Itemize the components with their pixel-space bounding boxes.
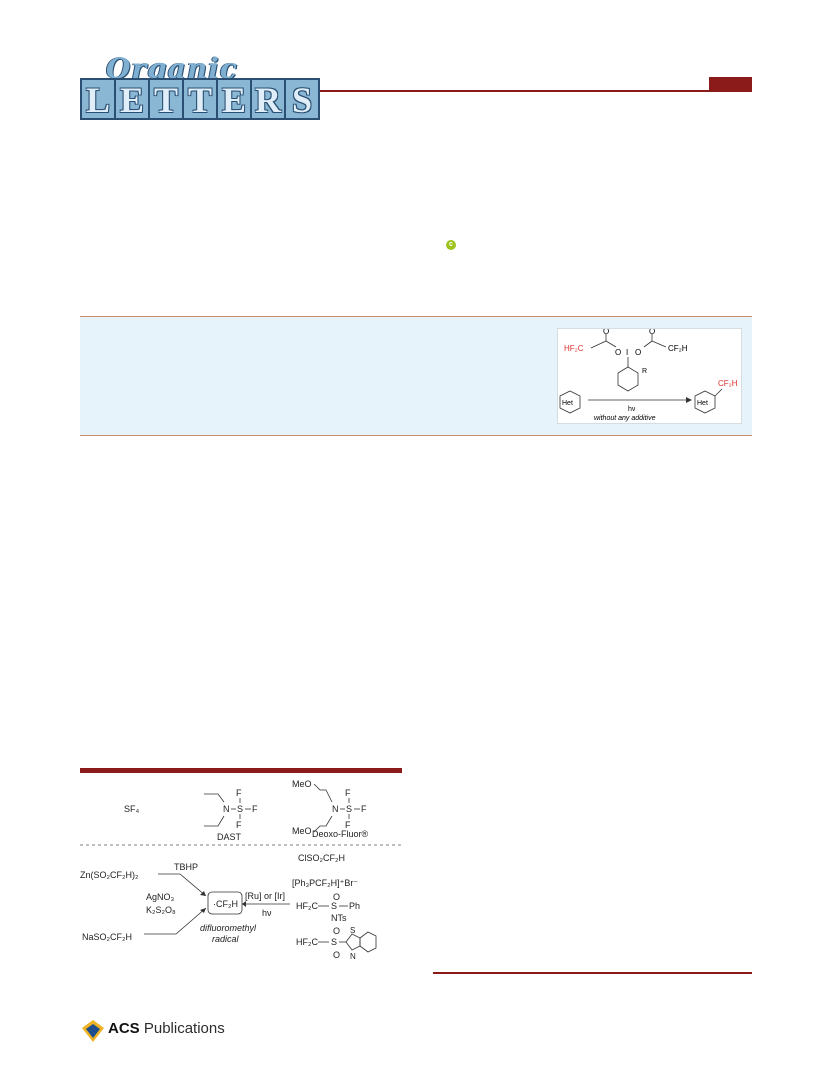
deoxo-meo-bottom: MeO <box>292 826 312 836</box>
header-rule <box>320 90 752 92</box>
logo-letter: E <box>216 78 252 120</box>
toc-oxygen: O <box>603 329 609 336</box>
benzothiazole-n: N <box>350 952 356 961</box>
column-end-rule <box>433 972 752 974</box>
sulfone-o: O <box>333 950 340 960</box>
dast-f: F <box>252 804 258 814</box>
toc-reagent-left: HF₂C <box>564 344 584 353</box>
deoxo-f: F <box>361 804 367 814</box>
toc-iodine: I <box>626 348 628 357</box>
toc-note: without any additive <box>594 415 656 422</box>
open-access-icon[interactable]: c <box>446 240 456 250</box>
deoxo-f: F <box>345 820 351 830</box>
dast-f: F <box>236 820 242 830</box>
light-label: hν <box>262 908 272 918</box>
dast-f: F <box>236 788 242 798</box>
radical-label: ·CF₂H <box>213 899 238 909</box>
logo-letter: S <box>284 78 320 120</box>
benzothiazole-ring <box>345 933 361 951</box>
dast-label: DAST <box>217 832 242 842</box>
benzene-ring <box>359 931 377 953</box>
toc-graphic: HF₂C O O I O O CF₂H R Het hν without any… <box>557 327 742 424</box>
sulfoximine-right: Ph <box>349 901 360 911</box>
logo-letter: R <box>250 78 286 120</box>
k2s2o8-label: K₂S₂O₈ <box>146 905 176 915</box>
phosphonium-reagent: [Ph₃PCF₂H]⁺Br⁻ <box>292 878 358 888</box>
radical-caption: radical <box>212 934 240 944</box>
logo-letter: L <box>80 78 116 120</box>
acs-publications-wordmark[interactable]: ACS Publications <box>108 1020 225 1037</box>
deoxo-s: S <box>346 804 352 814</box>
toc-substituent: R <box>642 368 647 375</box>
agno3-label: AgNO₃ <box>146 892 175 902</box>
toc-scheme: HF₂C O O I O O CF₂H R Het hν without any… <box>559 327 738 422</box>
deoxo-label: Deoxo-Fluor® <box>312 829 369 839</box>
toc-het-left: Het <box>562 400 573 407</box>
acs-text: ACS <box>108 1020 140 1037</box>
radical-caption: difluoromethyl <box>200 923 257 933</box>
toc-product-group: CF₂H <box>718 379 738 388</box>
logo-letter: T <box>148 78 184 120</box>
sulfoximine-nts: NTs <box>331 913 347 923</box>
toc-oxygen: O <box>615 348 621 357</box>
tbhp-label: TBHP <box>174 862 198 872</box>
publications-text: Publications <box>143 1020 225 1037</box>
sulfoximine-left: HF₂C <box>296 901 318 911</box>
sulfone-s: S <box>331 937 337 947</box>
clso2-reagent: ClSO₂CF₂H <box>298 853 345 863</box>
catalyst-label: [Ru] or [Ir] <box>245 891 285 901</box>
deoxo-meo-top: MeO <box>292 779 312 789</box>
figure-1-scheme: SF₄ N S F F F DAST MeO N MeO Deoxo-Fluor… <box>80 779 402 961</box>
figure-top-rule <box>80 768 402 773</box>
header-tab <box>709 77 752 91</box>
toc-oxygen: O <box>635 348 641 357</box>
dast-n: N <box>223 804 230 814</box>
sulfone-left: HF₂C <box>296 937 318 947</box>
zn-reagent: Zn(SO₂CF₂H)₂ <box>80 870 139 880</box>
logo-letter: E <box>114 78 150 120</box>
toc-reagent-right: CF₂H <box>668 344 688 353</box>
toc-het-right: Het <box>697 400 708 407</box>
reagent-sf4: SF₄ <box>124 804 140 814</box>
deoxo-n: N <box>332 804 339 814</box>
toc-oxygen: O <box>649 329 655 336</box>
sulfox-s: S <box>331 901 337 911</box>
dast-s: S <box>237 804 243 814</box>
deoxo-f: F <box>345 788 351 798</box>
toc-condition: hν <box>628 406 636 413</box>
sulfox-o: O <box>333 892 340 902</box>
acs-logo-icon[interactable] <box>80 1018 106 1049</box>
logo-letter: T <box>182 78 218 120</box>
benzothiazole-s: S <box>350 926 355 935</box>
sulfone-o: O <box>333 926 340 936</box>
na-reagent: NaSO₂CF₂H <box>82 932 132 942</box>
